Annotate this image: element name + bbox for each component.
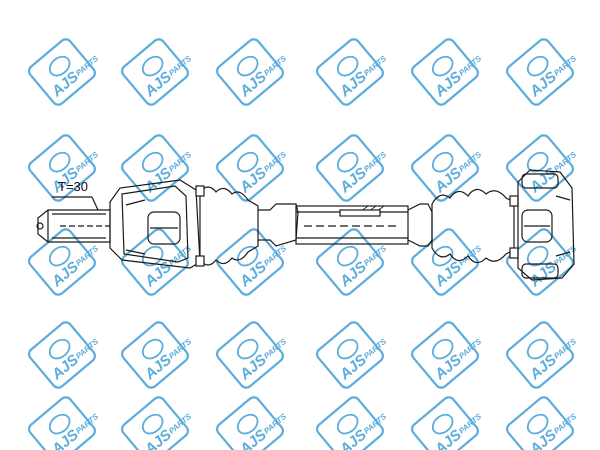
spline-label-leader bbox=[52, 196, 99, 211]
center-shaft bbox=[258, 203, 433, 247]
drive-shaft bbox=[36, 169, 575, 281]
outer-cv-joint bbox=[517, 169, 575, 281]
spline-count-label: T=30 bbox=[58, 179, 88, 194]
inner-boot bbox=[195, 185, 259, 267]
